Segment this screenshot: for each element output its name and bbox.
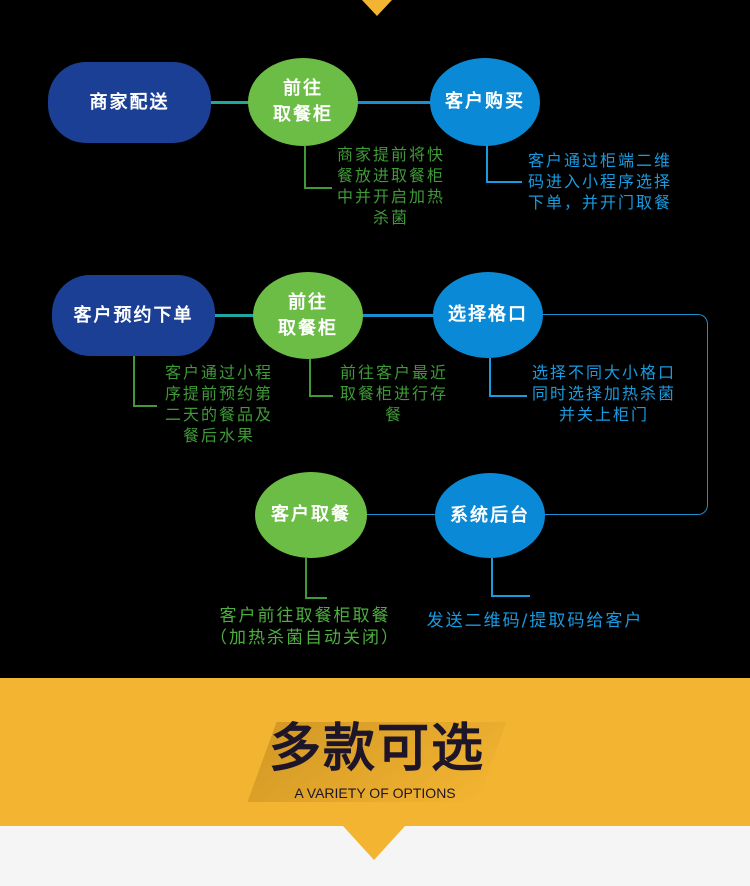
bracket — [304, 146, 332, 189]
desc-line: 取餐柜进行存 — [339, 384, 448, 403]
node-customer-pickup: 客户取餐 — [255, 472, 367, 558]
desc-to-cabinet: 商家提前将快餐放进取餐柜中并开启加热杀菌 — [330, 144, 452, 228]
node-label: 商家配送 — [89, 91, 170, 113]
desc-line: 同时选择加热杀菌 — [531, 384, 676, 403]
node-customer-reserve: 客户预约下单 — [52, 275, 215, 356]
bottom-pointer — [343, 826, 405, 860]
connector — [214, 314, 256, 317]
banner-subtitle: A VARIETY OF OPTIONS — [294, 785, 456, 801]
bracket — [486, 146, 522, 183]
bracket — [491, 558, 530, 597]
node-label: 前往 — [283, 78, 323, 99]
node-label: 取餐柜 — [278, 317, 338, 339]
desc-line: 序提前预约第 — [164, 384, 273, 403]
bracket — [133, 356, 157, 407]
desc-customer-purchase: 客户通过柜端二维码进入小程序选择下单，并开门取餐 — [518, 150, 682, 213]
node-merchant-delivery: 商家配送 — [48, 62, 211, 143]
connector — [365, 514, 437, 515]
desc-line: 杀菌 — [372, 208, 409, 227]
desc-to-cabinet-2: 前往客户最近取餐柜进行存餐 — [332, 362, 456, 425]
desc-line: 餐 — [384, 405, 403, 424]
desc-select-slot: 选择不同大小格口同时选择加热杀菌并关上柜门 — [522, 362, 686, 425]
desc-line: 客户通过柜端二维 — [527, 151, 672, 170]
node-select-slot: 选择格口 — [433, 272, 543, 358]
loop-connector — [540, 314, 708, 515]
desc-line: 中并开启加热 — [336, 187, 445, 206]
node-label: 前往 — [288, 291, 328, 313]
node-customer-purchase: 客户购买 — [430, 58, 540, 146]
node-to-cabinet-2: 前往取餐柜 — [253, 272, 363, 359]
node-label: 系统后台 — [450, 504, 530, 526]
bracket — [305, 558, 327, 599]
desc-line: 餐放进取餐柜 — [336, 166, 445, 185]
node-to-cabinet: 前往取餐柜 — [248, 58, 358, 146]
desc-line: 商家提前将快 — [336, 145, 445, 164]
connector — [210, 101, 250, 104]
desc-line: 码进入小程序选择 — [527, 172, 672, 191]
desc-line: 客户前往取餐柜取餐 — [219, 606, 391, 626]
desc-line: 并关上柜门 — [558, 405, 649, 424]
banner — [0, 678, 750, 826]
banner-title: 多款可选 — [268, 719, 485, 779]
desc-line: 二天的餐品及 — [164, 405, 273, 424]
desc-line: （加热杀菌自动关闭） — [210, 628, 400, 648]
desc-line: 客户通过小程 — [164, 363, 273, 382]
node-label: 客户预约下单 — [73, 304, 194, 326]
desc-line: 餐后水果 — [182, 426, 255, 445]
node-label: 选择格口 — [448, 304, 528, 325]
bracket — [489, 358, 527, 397]
desc-line: 选择不同大小格口 — [531, 363, 676, 382]
connector — [356, 101, 432, 104]
desc-customer-reserve: 客户通过小程序提前预约第二天的餐品及餐后水果 — [157, 362, 281, 446]
node-label: 客户取餐 — [271, 504, 351, 525]
desc-customer-pickup: 客户前往取餐柜取餐（加热杀菌自动关闭） — [195, 605, 415, 649]
top-pointer — [362, 0, 392, 16]
desc-line: 前往客户最近 — [339, 363, 448, 382]
desc-system-backend: 发送二维码/提取码给客户 — [426, 611, 644, 631]
node-label: 客户购买 — [445, 91, 525, 112]
node-label: 取餐柜 — [273, 104, 333, 125]
connector — [361, 314, 435, 317]
bracket — [309, 359, 333, 397]
node-system-backend: 系统后台 — [435, 473, 545, 558]
desc-line: 下单，并开门取餐 — [527, 193, 672, 212]
